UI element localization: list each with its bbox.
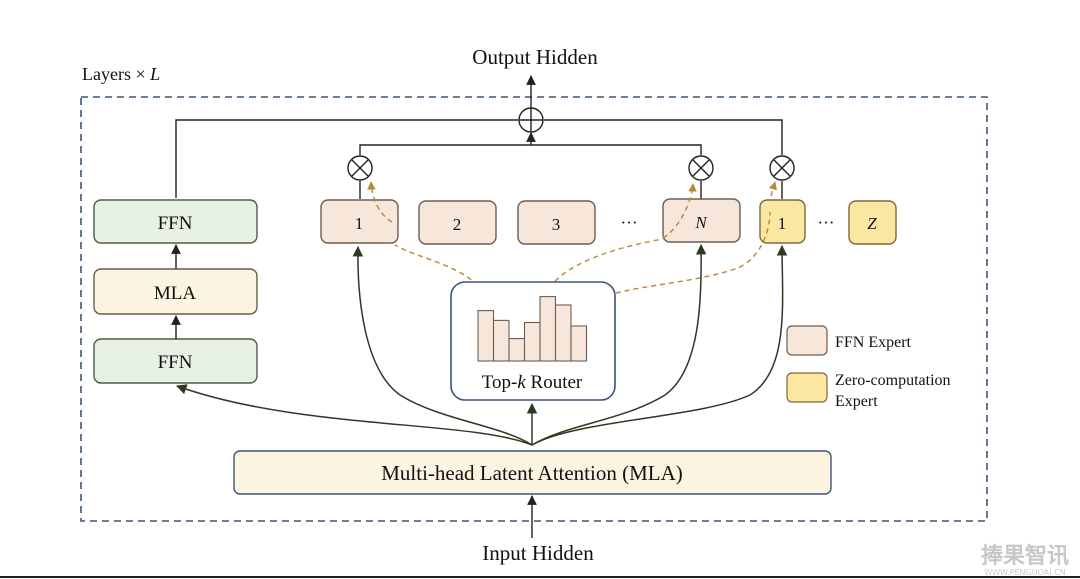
top-k-router: Top-k Router [450,281,616,401]
multiply-node [688,155,714,181]
output-hidden-label: Output Hidden [472,45,598,69]
ellipsis: ··· [818,213,835,232]
router-label: Top-k Router [482,372,583,393]
watermark: 捧果智讯 WWW.PENGUOAI.CN [981,543,1069,577]
layer-boundary [80,96,988,522]
ffn-expert: 2 [418,200,497,245]
ellipsis: ··· [621,213,638,232]
ffn-expert: 3 [517,200,596,245]
router-score-bar [477,310,495,362]
aggregation-lines [175,75,783,199]
input-hidden-label: Input Hidden [482,541,594,565]
router-score-bar [523,321,541,362]
zero-expert-label: Z [867,214,877,233]
router-bar-group [477,296,588,362]
svg-text:WWW.PENGUOAI.CN: WWW.PENGUOAI.CN [984,568,1065,577]
legend-zero-label: Zero-computation Expert [835,372,955,410]
ffn-expert-label: 3 [552,215,561,234]
layers-label: Layers × L [82,64,160,84]
routing-arrows [176,243,788,446]
sum-node [518,107,544,133]
ffn-block-top [93,199,258,244]
ffn-expert-label: 2 [453,215,462,234]
ffn-expert-label: N [694,213,708,232]
ffn-expert: 1 [320,199,399,244]
legend-ffn-swatch [786,325,828,356]
left-stack: FFN MLA FFN [93,199,258,384]
router-score-bar [539,296,557,362]
ffn-top-label: FFN [158,213,193,234]
legend-zero-swatch [786,372,828,403]
multiply-node [347,155,373,181]
zero-expert-label: 1 [778,214,787,233]
zero-expert: 1 [759,199,806,244]
legend-ffn-label: FFN Expert [835,334,912,351]
multiply-node [769,155,795,181]
mla-wide-label: Multi-head Latent Attention (MLA) [381,461,683,485]
ffn-expert: N [662,198,741,243]
svg-text:捧果智讯: 捧果智讯 [981,543,1069,569]
router-score-bar [554,304,572,362]
ffn-bottom-label: FFN [158,352,193,373]
ffn-expert-label: 1 [355,214,364,233]
router-score-bar [492,319,510,362]
mla-wide-block [233,450,832,495]
legend: FFN Expert Zero-computation Expert [786,325,955,410]
mla-label: MLA [154,283,197,304]
router-score-bar [570,325,588,362]
zero-expert: Z [848,200,897,245]
router-score-bar [508,338,526,362]
